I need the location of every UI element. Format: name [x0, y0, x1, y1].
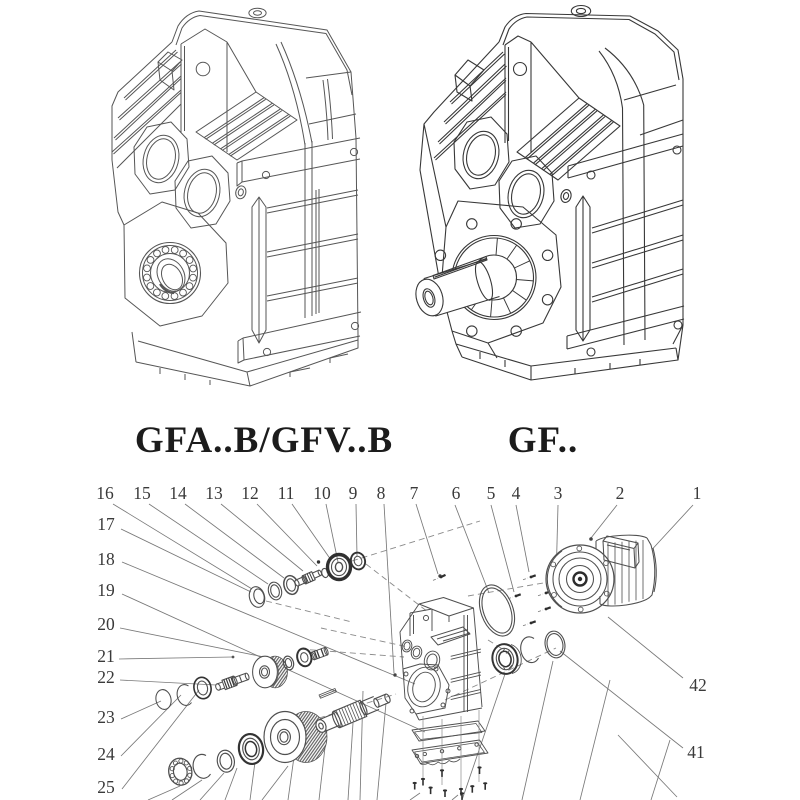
- svg-text:42: 42: [689, 675, 707, 695]
- svg-text:17: 17: [97, 514, 115, 534]
- svg-text:41: 41: [687, 742, 705, 762]
- svg-text:4: 4: [512, 483, 521, 503]
- svg-text:5: 5: [487, 483, 496, 503]
- svg-text:3: 3: [554, 483, 563, 503]
- svg-text:19: 19: [97, 580, 115, 600]
- svg-text:11: 11: [278, 483, 295, 503]
- svg-text:16: 16: [96, 483, 114, 503]
- svg-text:24: 24: [97, 744, 115, 764]
- svg-text:GFA..B/GFV..B: GFA..B/GFV..B: [135, 420, 393, 461]
- svg-text:7: 7: [410, 483, 419, 503]
- svg-text:12: 12: [241, 483, 259, 503]
- svg-text:8: 8: [377, 483, 386, 503]
- svg-text:25: 25: [97, 777, 115, 797]
- svg-text:6: 6: [452, 483, 461, 503]
- svg-text:15: 15: [133, 483, 151, 503]
- svg-text:23: 23: [97, 707, 115, 727]
- svg-text:9: 9: [349, 483, 358, 503]
- svg-text:1: 1: [693, 483, 702, 503]
- svg-text:10: 10: [313, 483, 331, 503]
- svg-text:21: 21: [97, 646, 115, 666]
- svg-text:14: 14: [169, 483, 187, 503]
- svg-text:GF..: GF..: [508, 420, 578, 461]
- svg-text:22: 22: [97, 667, 115, 687]
- svg-text:13: 13: [205, 483, 223, 503]
- svg-text:18: 18: [97, 549, 115, 569]
- svg-text:2: 2: [616, 483, 625, 503]
- svg-text:20: 20: [97, 614, 115, 634]
